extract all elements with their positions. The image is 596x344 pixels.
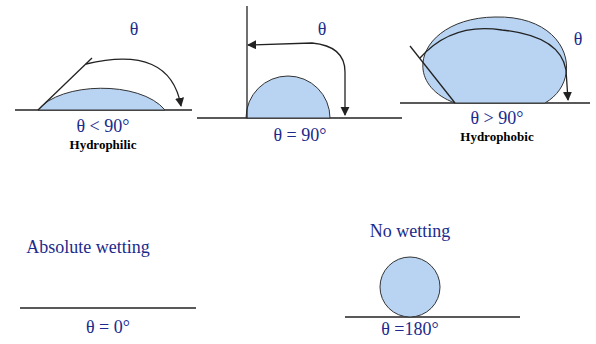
angle-arc: [248, 43, 345, 115]
angle-symbol: θ: [574, 30, 583, 50]
wetting-caption: Absolute wetting: [26, 238, 150, 258]
surface-line: [20, 307, 196, 309]
wetting-type: Hydrophobic: [460, 130, 533, 144]
tangent-line: [246, 6, 247, 118]
angle-arc: [86, 59, 181, 106]
angle-condition: θ = 0°: [86, 318, 130, 338]
angle-condition: θ = 90°: [274, 126, 327, 146]
angle-condition: θ =180°: [381, 320, 438, 340]
wetting-caption: No wetting: [370, 222, 451, 242]
angle-symbol: θ: [130, 20, 139, 40]
angle-arc: [420, 29, 568, 100]
surface-line: [345, 316, 520, 318]
droplet: [380, 257, 440, 317]
tangent-line: [38, 58, 92, 110]
angle-condition: θ < 90°: [77, 117, 130, 137]
angle-symbol: θ: [318, 20, 327, 40]
wetting-type: Hydrophilic: [70, 138, 137, 152]
angle-condition: θ > 90°: [471, 109, 524, 129]
droplet: [246, 76, 330, 118]
tangent-line: [410, 46, 455, 103]
